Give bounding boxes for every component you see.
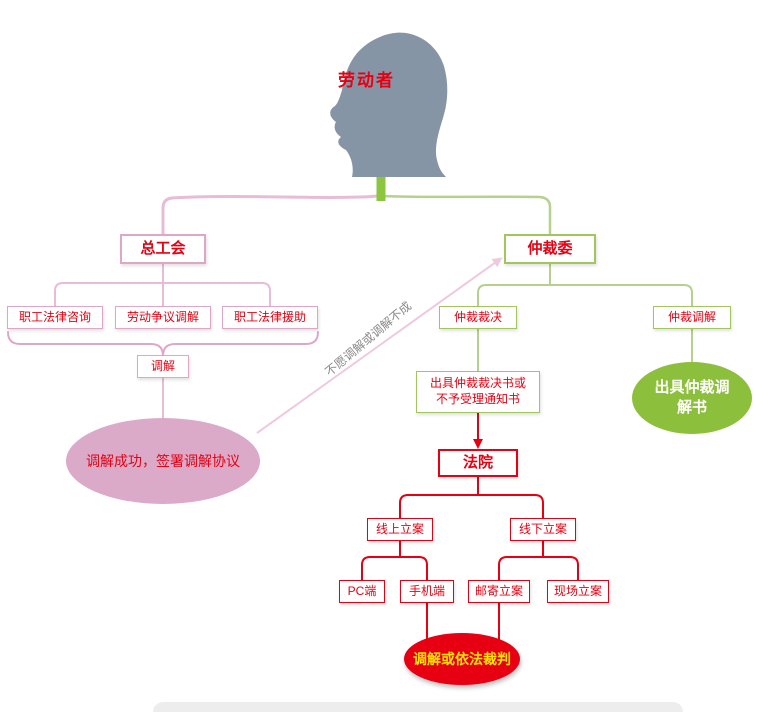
offline-children-connector bbox=[498, 541, 579, 580]
worker-label: 劳动者 bbox=[338, 71, 395, 90]
union-node: 总工会 bbox=[120, 234, 206, 264]
judgment-ellipse: 调解或依法裁判 bbox=[404, 633, 520, 685]
union-children-connector bbox=[54, 264, 271, 307]
arbitration-ruling-node: 仲裁裁决 bbox=[439, 306, 517, 329]
arbitration-children-connector bbox=[477, 264, 693, 307]
mail-filing-node: 邮寄立案 bbox=[468, 580, 530, 603]
pc-filing-node: PC端 bbox=[339, 580, 385, 603]
online-children-connector bbox=[361, 541, 428, 580]
online-filing-node: 线上立案 bbox=[367, 518, 433, 541]
court-children-connector bbox=[399, 477, 544, 518]
union-brace bbox=[7, 331, 319, 357]
mediation-doc-ellipse: 出具仲裁调解书 bbox=[632, 362, 752, 434]
offline-filing-node: 线下立案 bbox=[510, 518, 576, 541]
arbitration-node: 仲裁委 bbox=[504, 234, 596, 264]
dispute-mediation-node: 劳动争议调解 bbox=[115, 306, 211, 329]
refuse-mediation-arrow bbox=[256, 257, 503, 434]
mediation-node: 调解 bbox=[137, 355, 189, 378]
onsite-filing-node: 现场立案 bbox=[547, 580, 609, 603]
mobile-filing-node: 手机端 bbox=[400, 580, 454, 603]
union-branch-line bbox=[161, 194, 380, 234]
legal-aid-node: 职工法律援助 bbox=[222, 306, 318, 329]
judgment-connector bbox=[426, 603, 500, 640]
court-node: 法院 bbox=[438, 449, 518, 477]
arbitration-branch-line bbox=[382, 194, 552, 234]
worker-head-silhouette bbox=[330, 32, 448, 177]
ruling-doc-node: 出具仲裁裁决书或不予受理通知书 bbox=[416, 371, 540, 413]
mediation-success-ellipse: 调解成功，签署调解协议 bbox=[66, 418, 260, 504]
bottom-panel bbox=[153, 702, 683, 712]
arbitration-mediation-node: 仲裁调解 bbox=[653, 306, 731, 329]
legal-consult-node: 职工法律咨询 bbox=[7, 306, 103, 329]
